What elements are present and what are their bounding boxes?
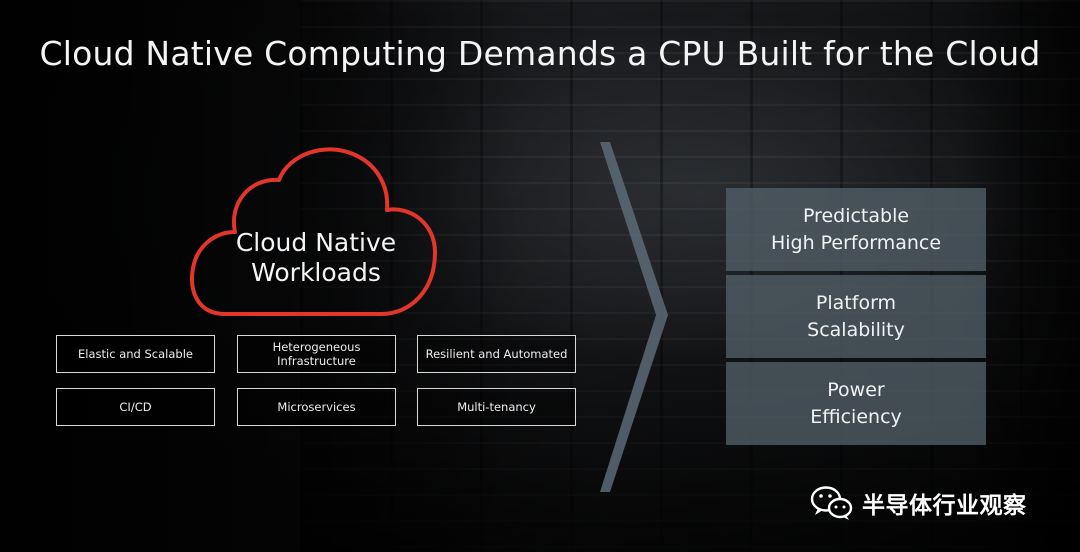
attribute-box: Elastic and Scalable (56, 335, 215, 373)
requirement-panel: Power Efficiency (726, 362, 986, 445)
chevron-right-icon (600, 142, 668, 492)
watermark: 半导体行业观察 (810, 482, 1027, 524)
requirement-line2: Efficiency (810, 405, 902, 428)
attribute-box: Microservices (237, 388, 396, 426)
attribute-box: Resilient and Automated (417, 335, 576, 373)
slide-title: Cloud Native Computing Demands a CPU Bui… (39, 34, 1041, 73)
requirement-line2: High Performance (770, 231, 942, 254)
attribute-label: Heterogeneous Infrastructure (272, 340, 361, 368)
attribute-box: CI/CD (56, 388, 215, 426)
requirement-panel: Platform Scalability (726, 275, 986, 358)
cloud-label-line1: Cloud Native (235, 228, 397, 257)
requirement-line1: Power (827, 378, 885, 401)
requirement-line2: Scalability (807, 318, 905, 341)
cloud-icon (190, 147, 437, 316)
attribute-box: Multi-tenancy (417, 388, 576, 426)
requirement-line1: Platform (815, 291, 897, 314)
requirement-panel: Predictable High Performance (726, 188, 986, 271)
cloud-native-workloads-cloud: Cloud Native Workloads (185, 140, 440, 320)
cloud-label-line2: Workloads (251, 258, 381, 287)
requirement-line1: Predictable (802, 204, 910, 227)
wechat-icon (810, 484, 854, 522)
cloud-label: Cloud Native Workloads (185, 228, 447, 288)
watermark-text: 半导体行业观察 (862, 493, 1027, 519)
attribute-box: Heterogeneous Infrastructure (237, 335, 396, 373)
